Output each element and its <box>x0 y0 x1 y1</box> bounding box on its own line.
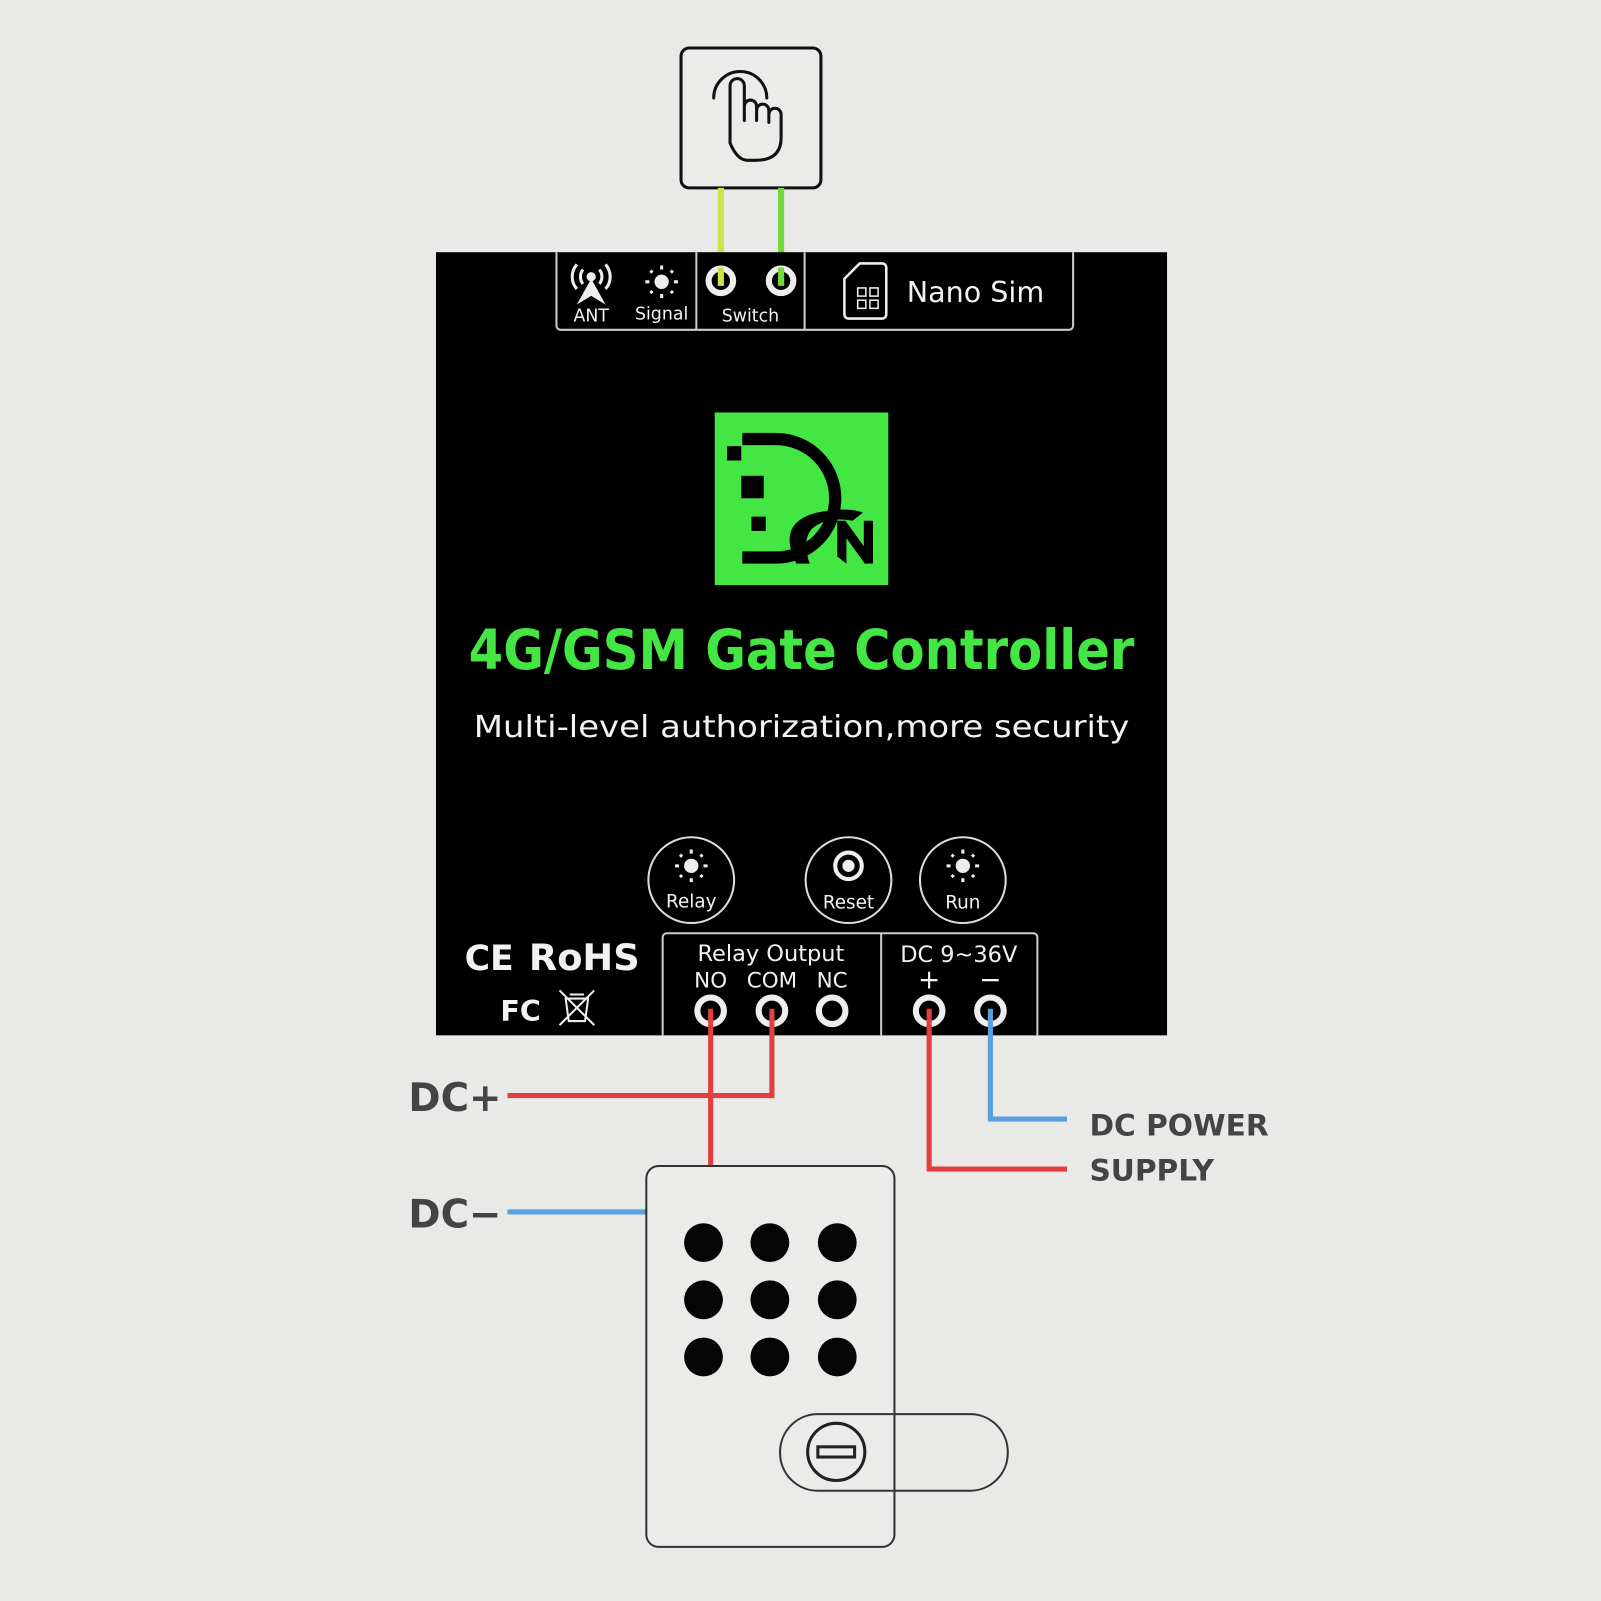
wire-power-minus <box>987 1008 1067 1122</box>
run-led-icon <box>946 849 980 883</box>
terminal-block: Relay Output NO COM NC DC 9~36V + − <box>661 932 1039 1036</box>
brand-logo <box>714 412 889 586</box>
dc-minus-label: DC− <box>408 1192 501 1237</box>
keypad-buttons <box>684 1223 857 1377</box>
supply-label: SUPPLY <box>1089 1153 1214 1187</box>
nc-label: NC <box>817 968 848 993</box>
sim-card-icon <box>843 262 888 320</box>
run-indicator: Run <box>918 836 1007 925</box>
product-title: 4G/GSM Gate Controller <box>469 619 1135 683</box>
rohs-mark: RoHS <box>529 936 640 979</box>
weee-bin-icon <box>558 989 595 1026</box>
wire-com-dc-plus <box>507 1008 775 1099</box>
relay-output-label: Relay Output <box>697 941 844 967</box>
nano-sim-label: Nano Sim <box>907 275 1044 309</box>
relay-led-icon <box>674 849 708 883</box>
finger-press-icon <box>712 69 783 162</box>
switch-label: Switch <box>722 307 779 327</box>
reset-button: Reset <box>804 836 893 925</box>
minus-label: − <box>979 964 1001 995</box>
reset-icon <box>833 850 864 882</box>
ant-label: ANT <box>573 307 609 327</box>
com-label: COM <box>747 968 797 993</box>
keypad-lock <box>645 1165 1009 1548</box>
power-input-label: DC 9~36V <box>900 942 1018 968</box>
signal-led-icon <box>645 265 678 299</box>
no-label: NO <box>694 968 727 993</box>
dc-power-label: DC POWER <box>1089 1108 1268 1142</box>
door-handle <box>779 1413 1009 1492</box>
signal-label: Signal <box>635 305 688 325</box>
run-label: Run <box>945 893 980 914</box>
key-cylinder-icon <box>806 1421 867 1483</box>
controller-body <box>435 252 1168 1036</box>
plus-label: + <box>918 964 940 995</box>
fcc-mark: FC <box>500 994 541 1028</box>
top-label-bar: ANT Signal Switch Nano Sim <box>555 252 1075 331</box>
product-subtitle: Multi-level authorization,more security <box>474 710 1130 745</box>
relay-label: Relay <box>666 892 717 913</box>
relay-indicator: Relay <box>647 836 736 925</box>
wire-power-plus <box>926 1008 1067 1172</box>
ce-mark: CE <box>465 939 514 979</box>
reset-label: Reset <box>823 893 874 914</box>
antenna-icon <box>570 263 612 305</box>
push-button <box>679 46 823 190</box>
terminal-nc <box>815 994 849 1028</box>
dc-plus-label: DC+ <box>408 1076 501 1121</box>
